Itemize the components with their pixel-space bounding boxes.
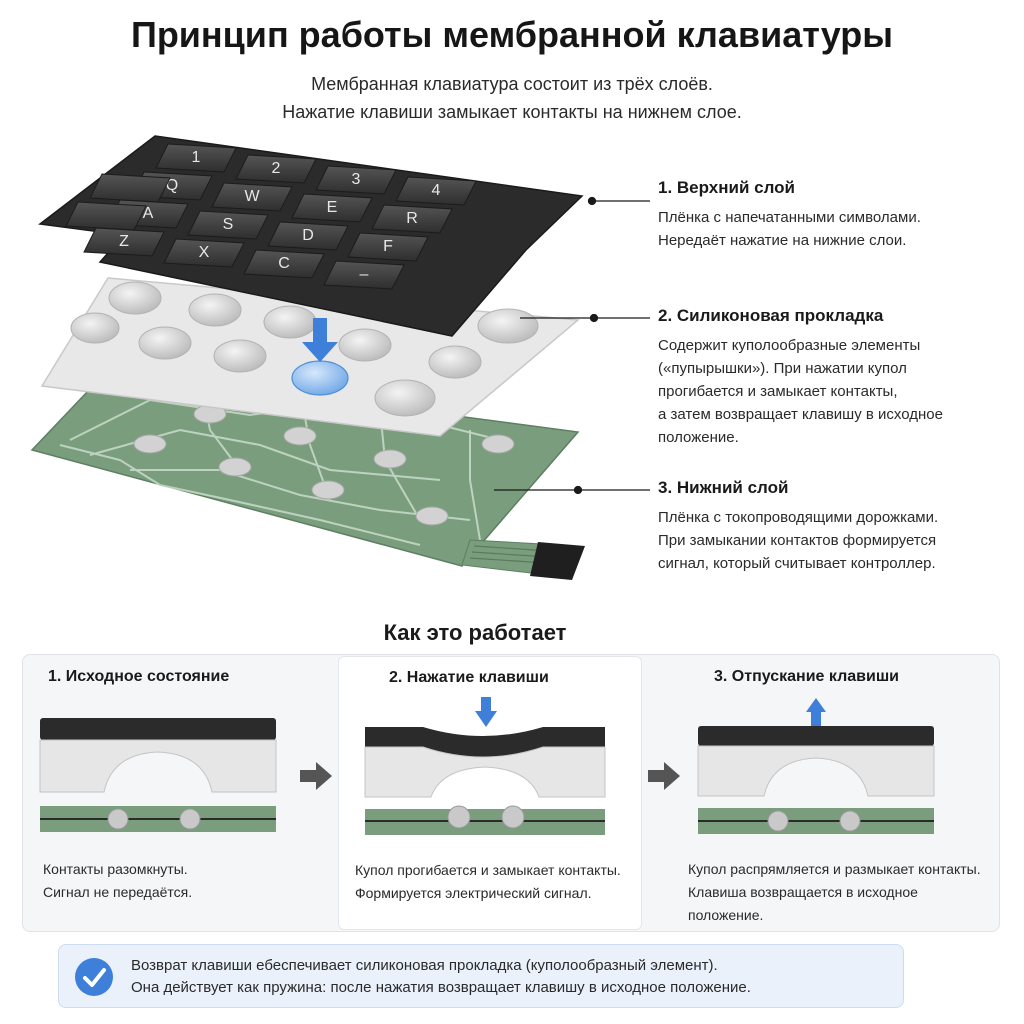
step-3-desc-line: Клавиша возвращается в исходное [688,884,918,900]
keypad-key [267,221,349,251]
key-label: X [199,244,210,261]
keypad-key [323,260,405,290]
layer-2-line: Содержит куполообразные элементы [658,337,921,354]
next-step-arrow-icon [648,762,680,790]
layer-3-description: 3. Нижний слой Плёнка с токопроводящими … [658,478,1008,575]
layer-3-line: сигнал, который считывает контроллер. [658,555,936,572]
keypad-key [235,154,317,184]
page-title: Принцип работы мембранной клавиатуры [130,14,894,55]
release-up-arrow-icon [806,698,826,727]
key-label: E [327,199,338,216]
step-card-initial: 1. Исходное состояние Контакты разомкнут… [26,656,326,930]
keypad-key [291,193,373,223]
keypad-key [83,227,165,257]
key-label: Z [119,233,129,250]
keypad-key [243,249,325,279]
step-3-desc-line: Купол распрямляется и размыкает контакты… [688,861,981,877]
key-label: 2 [272,160,281,177]
layer-1-description: 1. Верхний слой Плёнка с напечатанными с… [658,178,1008,252]
key-label: D [302,227,314,244]
key-label: R [406,210,418,227]
layer-3-line: При замыкании контактов формируется [658,532,937,549]
step-2-heading: 2. Нажатие клавиши [389,669,549,686]
key-label: W [244,188,260,205]
layer-2-line: а затем возвращает клавишу в исходное [658,406,943,423]
key-label: F [383,238,393,255]
keypad-key [155,143,237,173]
key-label: S [223,216,234,233]
layer-2-heading: 2. Силиконовая прокладка [658,306,884,325]
step-1-desc-line: Сигнал не передаётся. [43,884,193,900]
key-label: 3 [352,171,361,188]
layer-2-line: прогибается и замыкает контакты, [658,383,898,400]
step-card-press: 2. Нажатие клавиши Купол прогибается и з… [338,656,642,930]
keypad-key [371,204,453,234]
step-card-release: 3. Отпускание клавиши Купол распрямляетс… [670,656,1000,930]
keypad-key [347,232,429,262]
layer-3-line: Плёнка с токопроводящими дорожками. [658,509,939,526]
step-2-desc-line: Купол прогибается и замыкает контакты. [355,862,621,878]
check-icon [75,958,113,996]
keypad-key [163,238,245,268]
key-label: A [143,205,154,222]
press-down-arrow-icon [475,697,497,727]
section-title: Как это работает [383,620,567,645]
subtitle-line-2: Нажатие клавиши замыкает контакты на ниж… [282,102,742,122]
layer-2-line: положение. [658,429,739,446]
step-1-diagram [39,718,277,832]
step-3-heading: 3. Отпускание клавиши [714,668,899,685]
subtitle-line-1: Мембранная клавиатура состоит из трёх сл… [311,74,713,94]
layer-3-heading: 3. Нижний слой [658,478,789,497]
key-label: 1 [192,149,201,166]
key-label: C [278,255,290,272]
step-2-diagram [364,697,606,835]
keypad-key [211,182,293,212]
keypad-function-key [89,173,171,203]
step-1-desc-line: Контакты разомкнуты. [43,861,188,877]
step-3-diagram [697,698,935,834]
step-2-desc-line: Формируется электрический сигнал. [355,885,592,901]
press-arrow-icon [302,318,338,362]
keypad-key [187,210,269,240]
layer-1-line: Нередаёт нажатие на нижние слои. [658,232,907,249]
note-line-2: Она действует как пружина: после нажатия… [131,979,751,996]
layer-2-line: («пупырышки»). При нажатии купол [658,360,907,377]
step-3-desc-line: положение. [688,907,764,923]
keypad-key [315,165,397,195]
layer-1-line: Плёнка с напечатанными символами. [658,209,921,226]
info-note: Возврат клавиши ебеспечивает силиконовая… [58,944,904,1008]
keypad-function-key [65,201,147,231]
key-label: 4 [432,182,441,199]
leader-lines [494,196,650,495]
layer-1-heading: 1. Верхний слой [658,178,796,197]
key-label: – [360,266,369,283]
silicone-layer [40,277,580,437]
next-step-arrow-icon [300,762,332,790]
keypad-key [395,176,477,206]
step-1-heading: 1. Исходное состояние [48,668,230,685]
note-line-1: Возврат клавиши ебеспечивает силиконовая… [131,957,718,974]
layer-2-description: 2. Силиконовая прокладка Содержит куполо… [658,306,1008,449]
